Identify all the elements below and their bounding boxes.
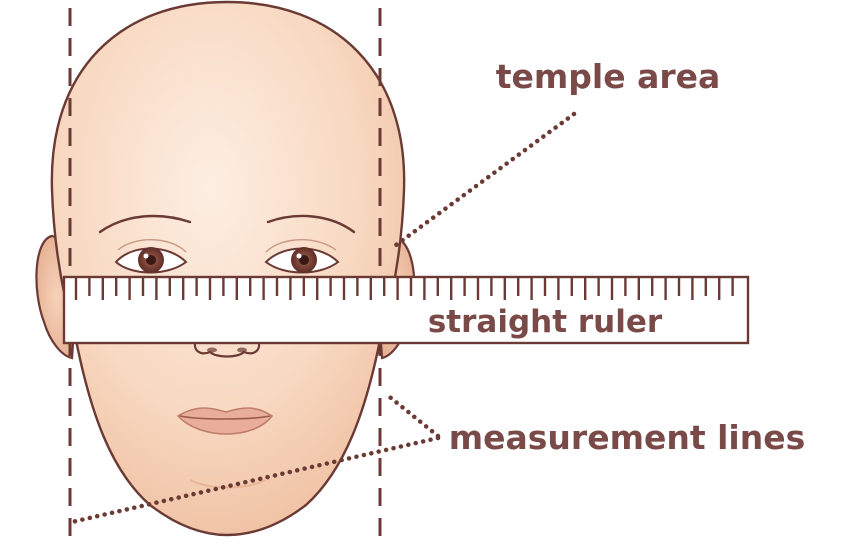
temple-area-label: temple area [496,57,721,96]
left-eyebrow [98,214,192,234]
measurement-lines-label: measurement lines [449,418,806,457]
nose [193,338,261,358]
straight-ruler: straight ruler [62,275,750,345]
temple-area-leader-line [389,111,577,251]
head-outline [50,0,406,537]
ruler-label: straight ruler [428,304,663,340]
right-eyebrow [266,214,356,234]
ruler-ticks [74,278,734,300]
measurement-lines-leader-left [69,435,441,525]
right-eye [264,239,340,274]
left-eye [114,239,188,274]
measurement-lines-leader-right [383,391,441,439]
mouth [176,407,274,435]
